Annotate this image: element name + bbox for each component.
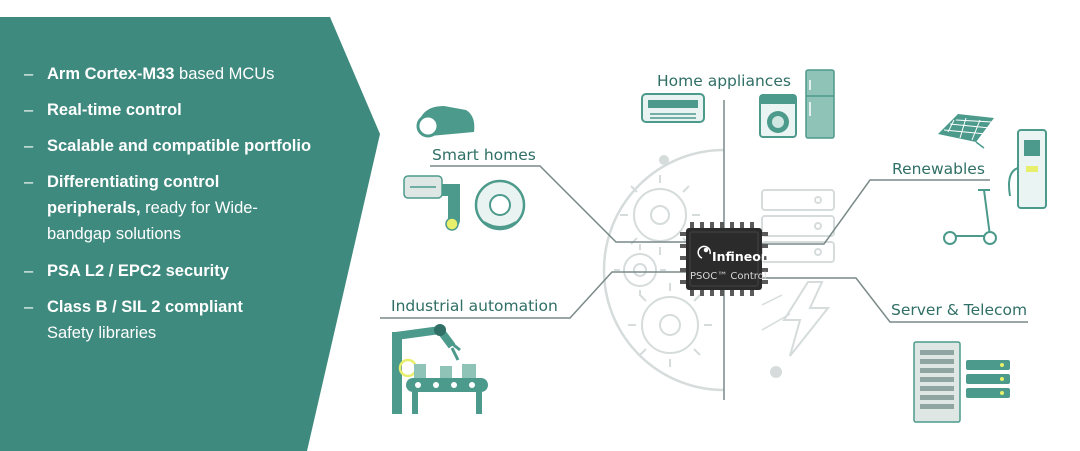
feature-bold: Real-time control bbox=[47, 101, 182, 119]
smart-camera-icon bbox=[403, 175, 460, 231]
network-switch-icon bbox=[966, 360, 1010, 398]
bullet-dash: – bbox=[24, 262, 34, 280]
chip-product: PSOC™ Control bbox=[690, 271, 767, 282]
feature-panel bbox=[0, 17, 380, 451]
bullet-dash: – bbox=[24, 173, 34, 191]
bullet-dash: – bbox=[24, 101, 34, 119]
bullet-dash: – bbox=[24, 298, 34, 316]
feature-rest: ready for Wide-bandgap solutions bbox=[47, 199, 258, 243]
feature-bold: Differentiating control peripherals, bbox=[47, 173, 220, 217]
gear-icon bbox=[614, 244, 666, 296]
feature-bold: Class B / SIL 2 compliant bbox=[47, 298, 243, 316]
bullet-dash: – bbox=[24, 137, 34, 155]
label-renewables: Renewables bbox=[892, 160, 985, 178]
gear-icon bbox=[628, 283, 712, 367]
feature-bold: Arm Cortex-M33 bbox=[47, 65, 175, 83]
server-rack-icon bbox=[913, 341, 961, 423]
server-stack-icon bbox=[761, 189, 835, 263]
feature-rest: based MCUs bbox=[174, 65, 275, 83]
label-server-telecom: Server & Telecom bbox=[891, 301, 1028, 319]
bullet-dash: – bbox=[24, 65, 34, 83]
bolt-icon bbox=[782, 281, 831, 357]
infineon-logo-icon bbox=[697, 245, 711, 259]
conveyor-belt-icon bbox=[406, 364, 488, 414]
feature-rest: Safety libraries bbox=[47, 324, 157, 342]
refrigerator-icon bbox=[805, 69, 835, 139]
feature-bold: PSA L2 / EPC2 security bbox=[47, 262, 229, 280]
feature-list: – Arm Cortex-M33 based MCUs – Real-time … bbox=[0, 0, 380, 451]
feature-bold: Scalable and compatible portfolio bbox=[47, 137, 312, 155]
chip-brand: Infineon bbox=[712, 249, 770, 264]
label-smart-homes: Smart homes bbox=[432, 146, 536, 164]
gear-icon bbox=[620, 175, 700, 255]
connector-lines bbox=[380, 165, 1028, 323]
background-graphic bbox=[602, 148, 835, 392]
robot-vacuum-icon bbox=[416, 106, 475, 138]
solar-panel-icon bbox=[938, 114, 994, 149]
label-home-appliances: Home appliances bbox=[657, 72, 791, 90]
chip bbox=[680, 222, 768, 296]
label-industrial-automation: Industrial automation bbox=[391, 297, 558, 315]
round-robot-icon bbox=[474, 179, 526, 231]
ev-charger-icon bbox=[1008, 129, 1047, 209]
washing-machine-icon bbox=[759, 94, 797, 138]
scooter-icon bbox=[943, 189, 997, 245]
air-conditioner-icon bbox=[641, 93, 705, 123]
